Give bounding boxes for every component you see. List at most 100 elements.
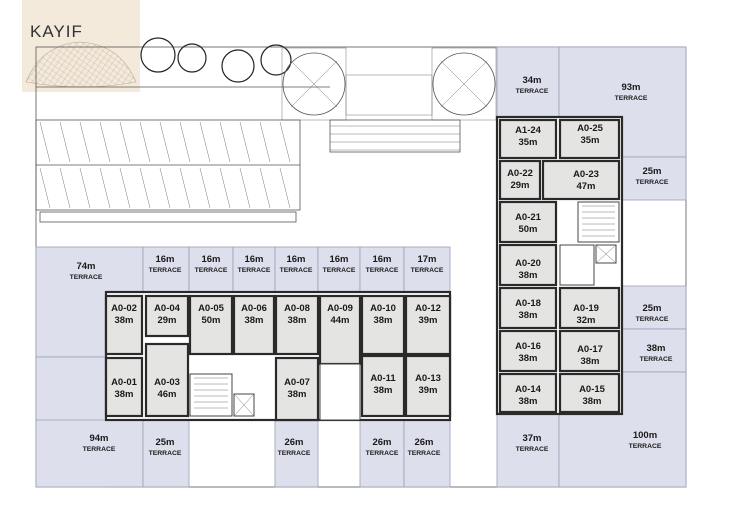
unit-area: 38m: [518, 270, 537, 281]
terrace-label: TERRACE: [636, 179, 669, 186]
unit-code: A0-23: [573, 169, 599, 180]
labels-layer: A0-0238mA0-0429mA0-0550mA0-0638mA0-0838m…: [70, 75, 673, 457]
unit-area: 38m: [114, 315, 133, 326]
terrace-area: 17m: [417, 254, 436, 265]
unit-area: 38m: [580, 356, 599, 367]
terrace-label: TERRACE: [366, 267, 399, 274]
unit-area: 29m: [157, 315, 176, 326]
terrace-area: 16m: [244, 254, 263, 265]
terrace-area: 25m: [642, 303, 661, 314]
right-core-stairs: [559, 201, 620, 286]
unit-code: A0-15: [579, 384, 606, 395]
unit-code: A0-06: [241, 303, 267, 314]
unit-area: 38m: [373, 385, 392, 396]
unit-code: A0-13: [415, 373, 441, 384]
unit-code: A0-01: [111, 377, 138, 388]
terrace-area: 16m: [286, 254, 305, 265]
trees: [140, 37, 292, 83]
unit-area: 38m: [518, 310, 537, 321]
unit-area: 38m: [287, 389, 306, 400]
terrace-area: 26m: [372, 437, 391, 448]
terrace-area: 26m: [414, 437, 433, 448]
unit-code: A0-11: [370, 373, 396, 384]
terrace-label: TERRACE: [149, 450, 182, 457]
terrace-area: 16m: [329, 254, 348, 265]
unit-code: A0-05: [198, 303, 225, 314]
unit-code: A0-21: [515, 212, 542, 223]
terrace-area: 34m: [522, 75, 541, 86]
unit-code: A0-08: [284, 303, 310, 314]
terrace-area: 94m: [89, 433, 108, 444]
unit-code: A0-16: [515, 341, 541, 352]
unit-area: 38m: [518, 353, 537, 364]
unit-code: A0-07: [284, 377, 310, 388]
unit-area: 44m: [330, 315, 349, 326]
terrace-area: 16m: [155, 254, 174, 265]
left-terraces: [35, 246, 451, 488]
terrace-area: 100m: [633, 430, 657, 441]
unit-area: 32m: [576, 315, 595, 326]
terrace-area: 16m: [201, 254, 220, 265]
terrace-label: TERRACE: [195, 267, 228, 274]
unit-area: 50m: [518, 224, 537, 235]
terrace-label: TERRACE: [278, 450, 311, 457]
terrace-area: 25m: [155, 437, 174, 448]
left-core-stairs: [189, 363, 361, 421]
unit-code: A0-19: [573, 303, 599, 314]
unit-code: A0-14: [515, 384, 542, 395]
unit-code: A0-09: [327, 303, 353, 314]
terrace-label: TERRACE: [323, 267, 356, 274]
terrace-area: 37m: [522, 433, 541, 444]
unit-area: 38m: [518, 396, 537, 407]
unit-area: 38m: [244, 315, 263, 326]
circular-features: [281, 47, 497, 121]
unit-code: A0-20: [515, 258, 541, 269]
terrace-label: TERRACE: [408, 450, 441, 457]
unit-code: A0-10: [370, 303, 396, 314]
logo-badge: [22, 0, 140, 92]
terrace-area: 26m: [284, 437, 303, 448]
unit-code: A0-18: [515, 298, 541, 309]
terrace-label: TERRACE: [516, 88, 549, 95]
logo-text: KAYIF: [30, 22, 83, 41]
terrace-label: TERRACE: [70, 274, 103, 281]
unit-area: 39m: [418, 315, 437, 326]
terrace-label: TERRACE: [280, 267, 313, 274]
unit-area: 35m: [580, 135, 599, 146]
unit-area: 38m: [582, 396, 601, 407]
terrace-area: 74m: [76, 261, 95, 272]
terrace-area: 38m: [646, 343, 665, 354]
unit-code: A0-17: [577, 344, 603, 355]
unit-code: A0-22: [507, 168, 533, 179]
unit-area: 39m: [418, 385, 437, 396]
unit-area: 47m: [576, 181, 595, 192]
unit-code: A0-25: [577, 123, 604, 134]
terrace-area: 25m: [642, 166, 661, 177]
terrace-label: TERRACE: [366, 450, 399, 457]
terrace-area: 16m: [372, 254, 391, 265]
unit-area: 38m: [114, 389, 133, 400]
left-apartments: [104, 294, 452, 422]
unit-code: A0-04: [154, 303, 181, 314]
unit-code: A0-03: [154, 377, 180, 388]
terrace-area: 93m: [621, 82, 640, 93]
right-apartments: [498, 118, 621, 414]
unit-area: 46m: [157, 389, 176, 400]
unit-area: 38m: [287, 315, 306, 326]
terrace-label: TERRACE: [238, 267, 271, 274]
unit-area: 38m: [373, 315, 392, 326]
terrace-label: TERRACE: [149, 267, 182, 274]
unit-code: A1-24: [515, 125, 542, 136]
terrace-label: TERRACE: [516, 446, 549, 453]
terrace-label: TERRACE: [629, 443, 662, 450]
parking-ramp: [35, 119, 461, 223]
terrace-label: TERRACE: [411, 267, 444, 274]
unit-area: 50m: [201, 315, 220, 326]
terrace-label: TERRACE: [636, 316, 669, 323]
terrace-label: TERRACE: [615, 95, 648, 102]
unit-area: 35m: [518, 137, 537, 148]
unit-code: A0-02: [111, 303, 137, 314]
unit-area: 29m: [510, 180, 529, 191]
unit-code: A0-12: [415, 303, 441, 314]
